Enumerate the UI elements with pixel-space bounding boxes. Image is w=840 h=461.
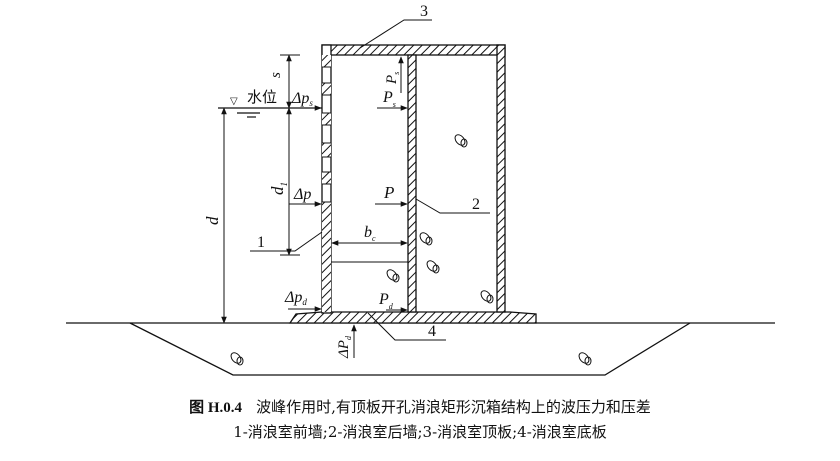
water-level-marker (218, 107, 322, 118)
callout-3: 3 (420, 3, 428, 20)
outer-right-wall (496, 44, 506, 313)
callout-2-leader (415, 198, 490, 214)
label-Pd: Pd (378, 291, 394, 311)
water-level-symbol: ▽ (230, 96, 238, 107)
label-Ps-vertical: Ps (384, 72, 401, 85)
label-P: P (383, 183, 394, 202)
label-bc: bc (364, 224, 376, 243)
label-delta-p: Δp (293, 186, 311, 203)
callout-1-leader (250, 231, 323, 252)
rear-wall (407, 54, 417, 313)
callout-2: 2 (472, 196, 480, 213)
label-s: s (268, 72, 284, 78)
callout-1: 1 (257, 234, 265, 251)
label-d: d (203, 216, 222, 225)
dimension-s (280, 54, 300, 109)
figure-legend: 1-消浪室前墙;2-消浪室后墙;3-消浪室顶板;4-消浪室底板 (233, 423, 607, 441)
callout-4: 4 (428, 323, 436, 340)
dimension-d1 (280, 107, 300, 256)
label-delta-pd: Δpd (284, 289, 307, 307)
fill-stone-icons (230, 134, 592, 366)
figure-number: 图 H.0.4 (189, 400, 243, 416)
callout-3-leader (359, 19, 432, 49)
callout-4-leader (367, 312, 446, 341)
front-wall (321, 44, 332, 314)
water-level-label: 水位 (247, 88, 277, 106)
figure-caption: 图 H.0.4 波峰作用时,有顶板开孔消浪矩形沉箱结构上的波压力和压差 (0, 396, 840, 417)
bottom-slab (288, 311, 537, 324)
top-slab (321, 44, 506, 56)
caisson-diagram: ▽ 水位 s d1 d Δps Δp Δpd Ps Ps P bc Pd ΔPd (66, 3, 775, 376)
label-delta-Pd: ΔPd (336, 335, 353, 359)
seabed (66, 322, 775, 376)
figure-title: 波峰作用时,有顶板开孔消浪矩形沉箱结构上的波压力和压差 (256, 398, 651, 416)
label-d1: d1 (268, 182, 289, 195)
label-Ps: Ps (382, 89, 396, 109)
label-delta-ps: Δps (291, 90, 313, 108)
